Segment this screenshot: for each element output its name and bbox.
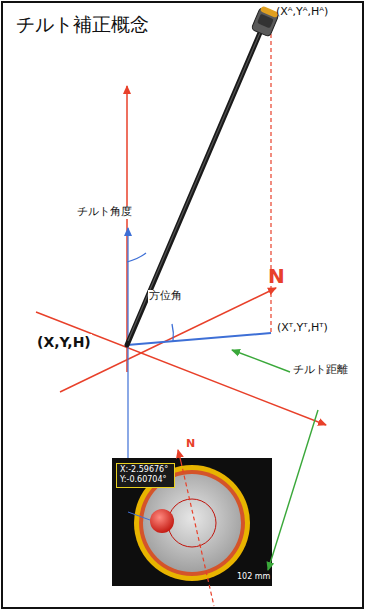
azimuth-label: 方位角 <box>148 290 183 303</box>
tilt-distance-label: チルト距離 <box>292 364 349 377</box>
north-label: N <box>268 265 285 288</box>
tip-coordinate: (Xᵀ,Yᵀ,Hᵀ) <box>276 322 329 335</box>
level-screen <box>112 458 272 586</box>
antenna-coordinate: (Xᴬ,Yᴬ,Hᴬ) <box>276 6 328 19</box>
reading-text: X:-2.59676° <box>120 465 171 475</box>
level-target <box>168 499 216 547</box>
reading-box: X:-2.59676°Y:-0.60704° <box>116 463 175 488</box>
screen-north-label: N <box>186 438 195 451</box>
pole-highlight <box>128 28 262 341</box>
survey-pole <box>127 28 262 345</box>
azimuth-arc <box>172 324 173 341</box>
screen-north-arrow <box>178 450 181 462</box>
tilt-angle-arc <box>127 253 146 262</box>
tilt-projection <box>127 333 271 345</box>
tilt-angle-label: チルト角度 <box>76 206 133 219</box>
distance-readout-arrow <box>268 410 318 570</box>
gnss-receiver <box>251 5 280 37</box>
ball-leader <box>128 512 150 520</box>
bubble-ball <box>150 509 174 533</box>
reading-text: Y:-0.60704° <box>120 475 171 485</box>
level-dish <box>143 474 241 572</box>
diagram-title: チルト補正概念 <box>16 14 149 36</box>
screen-north-line <box>181 462 214 606</box>
ground-coordinate: (X,Y,H) <box>36 334 92 350</box>
distance-readout: 102 mm <box>236 572 271 581</box>
tilt-distance-arrow <box>232 350 290 372</box>
north-axis <box>60 288 276 392</box>
